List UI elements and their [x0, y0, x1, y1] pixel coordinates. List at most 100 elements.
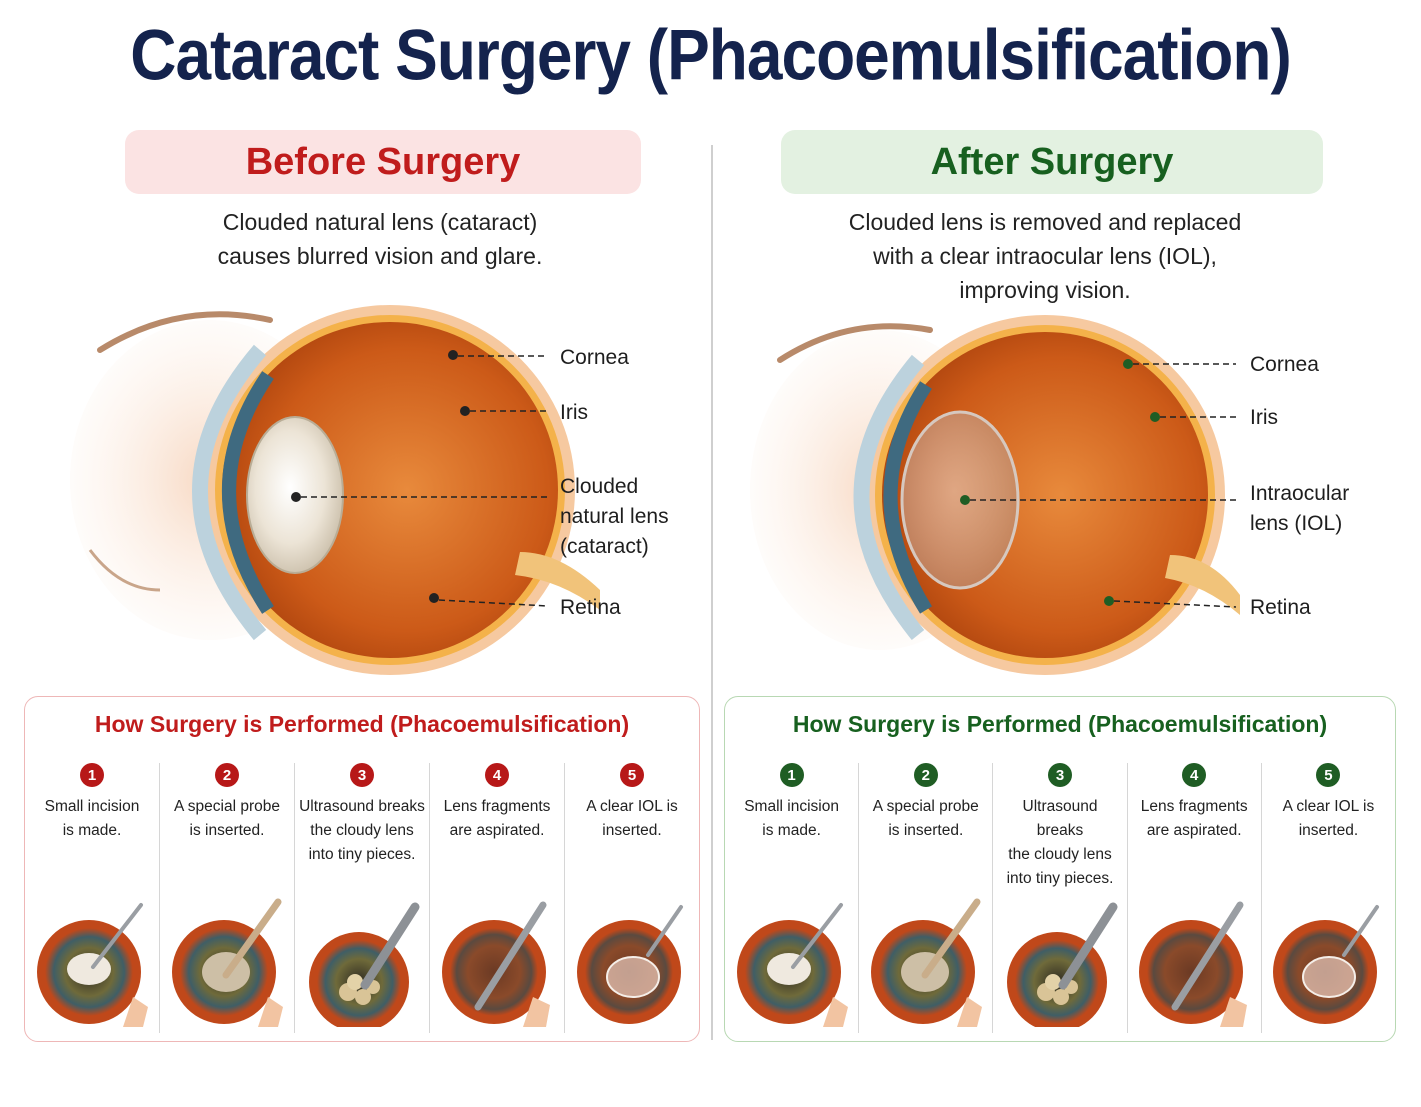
step-2: 2 A special probe is inserted. — [159, 763, 294, 1033]
before-description: Clouded natural lens (cataract) causes b… — [140, 205, 620, 273]
step-text-line: A clear IOL is — [586, 798, 678, 815]
lens-pointer-dot — [960, 495, 970, 505]
forceps-icon — [1342, 905, 1380, 957]
page-title: Cataract Surgery (Phacoemulsification) — [130, 14, 1292, 96]
step-4: 4 Lens fragments are aspirated. — [1126, 763, 1261, 1033]
retina-pointer-dot — [1104, 596, 1114, 606]
ultrasound-thumbnail — [1007, 902, 1118, 1027]
cornea-shape — [192, 344, 267, 641]
step-number-badge: 1 — [779, 763, 804, 787]
label-retina: Retina — [1250, 596, 1311, 619]
after-surgery-heading: After Surgery — [781, 130, 1323, 194]
step-2: 2 A special probe is inserted. — [858, 763, 992, 1033]
step-text-line: Small incision — [44, 798, 140, 815]
iris-pointer-dot — [1150, 412, 1160, 422]
step-text-line: is made. — [62, 822, 122, 839]
retina-leader-line — [1113, 600, 1237, 608]
label-iris: Iris — [1250, 406, 1278, 429]
center-divider — [711, 145, 713, 1040]
step-text-line: A special probe — [872, 798, 979, 815]
probe-thumbnail — [172, 898, 283, 1027]
eyebrow-icon — [777, 323, 933, 363]
step-text-line: A special probe — [174, 798, 280, 815]
retina-leader-line — [438, 599, 549, 607]
label-line: natural lens — [560, 505, 669, 528]
iris-shape — [222, 371, 274, 614]
label-cornea: Cornea — [560, 346, 629, 369]
aspiration-probe-icon — [474, 901, 547, 1011]
step-number-badge: 4 — [1182, 763, 1207, 787]
iol-insertion-thumbnail — [577, 905, 683, 1024]
label-retina: Retina — [560, 596, 621, 619]
incision-thumbnail — [736, 903, 848, 1027]
scalpel-icon — [91, 903, 143, 969]
step-text-line: Lens fragments — [1140, 798, 1248, 815]
cornea-pointer-dot — [448, 350, 458, 360]
incision-thumbnail — [37, 903, 148, 1027]
cheek-line — [88, 549, 161, 592]
ultrasound-probe-icon — [1058, 902, 1118, 990]
step-text-line: Small incision — [744, 798, 839, 815]
probe-icon — [921, 898, 981, 979]
step-text-line: is inserted. — [888, 822, 964, 839]
optic-nerve — [1165, 555, 1240, 615]
step-number-badge: 1 — [80, 763, 104, 787]
step-text: Small incision is made. — [25, 795, 159, 843]
aspiration-probe-icon — [1171, 901, 1244, 1011]
after-steps-panel: How Surgery is Performed (Phacoemulsific… — [724, 696, 1396, 1042]
step-text: A special probe is inserted. — [859, 795, 992, 843]
iris-pointer-dot — [460, 406, 470, 416]
step-number-badge: 3 — [1048, 763, 1072, 787]
probe-thumbnail — [870, 898, 982, 1027]
step-text-line: are aspirated. — [449, 822, 545, 839]
step-text-line: into tiny pieces. — [1006, 870, 1114, 887]
label-line: Intraocular — [1250, 482, 1350, 505]
iris-shape — [883, 381, 932, 614]
retina-pointer-dot — [429, 593, 439, 603]
forceps-icon — [646, 905, 683, 957]
after-description-line: improving vision. — [959, 277, 1131, 303]
label-cornea: Cornea — [1250, 353, 1319, 376]
step-number-badge: 2 — [913, 763, 938, 787]
step-text-line: the cloudy lens — [310, 822, 414, 839]
step-text: A special probe is inserted. — [160, 795, 294, 843]
label-line: lens (IOL) — [1250, 512, 1343, 535]
step-number-badge: 5 — [1316, 763, 1341, 787]
step-text-line: are aspirated. — [1146, 822, 1242, 839]
step-text-line: inserted. — [602, 822, 662, 839]
before-surgery-heading: Before Surgery — [125, 130, 641, 194]
after-description-line: with a clear intraocular lens (IOL), — [873, 243, 1217, 269]
probe-icon — [222, 898, 282, 979]
before-description-line: causes blurred vision and glare. — [217, 243, 543, 269]
eyeball-interior — [222, 322, 558, 658]
step-text-line: A clear IOL is — [1282, 798, 1375, 815]
label-intraocular-lens: Intraocular lens (IOL) — [1250, 479, 1349, 539]
steps-title: How Surgery is Performed (Phacoemulsific… — [94, 711, 630, 737]
before-description-line: Clouded natural lens (cataract) — [222, 209, 538, 235]
step-text: Lens fragments are aspirated. — [1128, 795, 1261, 843]
cornea-shape — [853, 354, 925, 641]
after-description-line: Clouded lens is removed and replaced — [848, 209, 1242, 235]
step-1: 1 Small incision is made. — [25, 763, 159, 1033]
step-number-badge: 2 — [215, 763, 239, 787]
step-number-badge: 3 — [350, 763, 374, 787]
lens-pointer-dot — [291, 492, 301, 502]
iol-icon — [1302, 956, 1357, 998]
step-number-badge: 4 — [485, 763, 509, 787]
ultrasound-probe-icon — [360, 902, 420, 990]
step-text-line: Ultrasound breaks — [1022, 798, 1098, 839]
step-text-line: is inserted. — [189, 822, 265, 839]
steps-row: 1 Small incision is made. 2 A special pro… — [25, 763, 699, 1033]
aspiration-thumbnail — [1139, 901, 1248, 1027]
step-text: A clear IOL is inserted. — [565, 795, 699, 843]
